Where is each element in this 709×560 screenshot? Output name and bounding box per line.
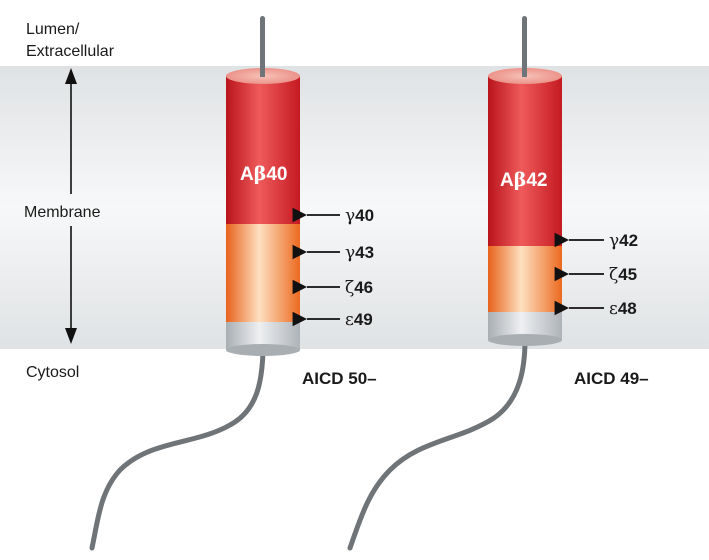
top-rod [260, 16, 265, 72]
lumen-label-line1: Lumen/ [26, 21, 80, 38]
aicd-label: AICD 50– [302, 369, 377, 388]
cleavage-site: ε48 [554, 299, 637, 319]
membrane-band [0, 66, 709, 349]
svg-text:ζ45: ζ45 [609, 265, 637, 285]
protein-abeta40: Aβ40 γ40 γ43 ζ46 ε49 AICD 50– [89, 16, 377, 551]
svg-text:γ42: γ42 [609, 231, 638, 251]
svg-text:γ43: γ43 [345, 243, 374, 263]
cleavage-site: γ43 [292, 243, 374, 263]
cleavage-site: ε49 [292, 310, 373, 330]
red-segment [488, 76, 562, 246]
orange-segment [226, 222, 300, 322]
protein-abeta42: Aβ42 γ42 ζ45 ε48 AICD 49– [347, 16, 649, 551]
svg-text:γ40: γ40 [345, 206, 374, 226]
cleavage-site: γ40 [292, 206, 374, 226]
svg-text:ε49: ε49 [345, 310, 373, 330]
top-rod [522, 16, 527, 72]
red-segment [226, 76, 300, 224]
orange-segment [488, 244, 562, 312]
cytosolic-tail [347, 337, 528, 551]
lumen-label-line2: Extracellular [26, 43, 115, 60]
cleavage-site: ζ46 [292, 278, 373, 298]
cytosol-label: Cytosol [26, 364, 79, 381]
svg-text:ε48: ε48 [609, 299, 637, 319]
svg-text:ζ46: ζ46 [345, 278, 373, 298]
cleavage-site: γ42 [554, 231, 638, 251]
peptide-label: Aβ42 [500, 169, 548, 191]
cytosolic-tail [89, 349, 266, 551]
membrane-span-arrow [65, 68, 77, 344]
aicd-label: AICD 49– [574, 369, 649, 388]
cleavage-site: ζ45 [554, 265, 637, 285]
membrane-label: Membrane [24, 204, 101, 221]
peptide-label: Aβ40 [240, 163, 288, 185]
